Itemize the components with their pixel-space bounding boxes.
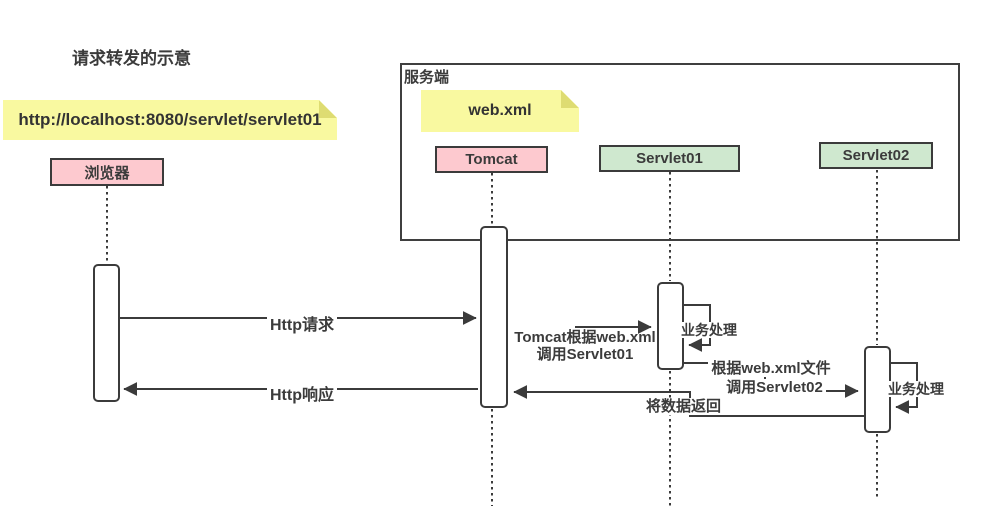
webxml-sticky-note: web.xml — [421, 90, 579, 132]
message-label-servlet01-process: 业务处理 — [678, 320, 740, 340]
participant-box-browser: 浏览器 — [50, 158, 164, 186]
server-frame — [400, 63, 960, 241]
message-label-call-servlet02-line1: 根据web.xml文件 — [700, 357, 842, 378]
participant-label: Tomcat — [465, 151, 518, 168]
message-label-call-servlet01: Tomcat根据web.xml 调用Servlet01 — [514, 329, 656, 363]
participant-box-servlet01: Servlet01 — [599, 145, 740, 172]
participant-label: 浏览器 — [84, 164, 130, 182]
webxml-text: web.xml — [468, 102, 532, 119]
participant-box-tomcat: Tomcat — [435, 146, 548, 173]
message-label-call-servlet02-line2: 调用Servlet02 — [717, 376, 832, 397]
participant-label: Servlet01 — [636, 150, 703, 167]
activation-bar-tomcat — [480, 226, 508, 408]
page-title: 请求转发的示意 — [72, 49, 191, 68]
participant-box-servlet02: Servlet02 — [819, 142, 933, 169]
message-label-http-response: Http响应 — [252, 381, 352, 405]
server-frame-label: 服务端 — [404, 69, 450, 86]
url-text: http://localhost:8080/servlet/servlet01 — [18, 110, 322, 129]
url-sticky-note: http://localhost:8080/servlet/servlet01 — [3, 100, 337, 140]
message-label-return-data: 将数据返回 — [643, 395, 725, 416]
participant-label: Servlet02 — [842, 147, 910, 164]
message-label-http-request: Http请求 — [252, 311, 352, 335]
message-label-servlet02-process: 业务处理 — [885, 379, 947, 399]
activation-bar-browser — [93, 264, 120, 402]
